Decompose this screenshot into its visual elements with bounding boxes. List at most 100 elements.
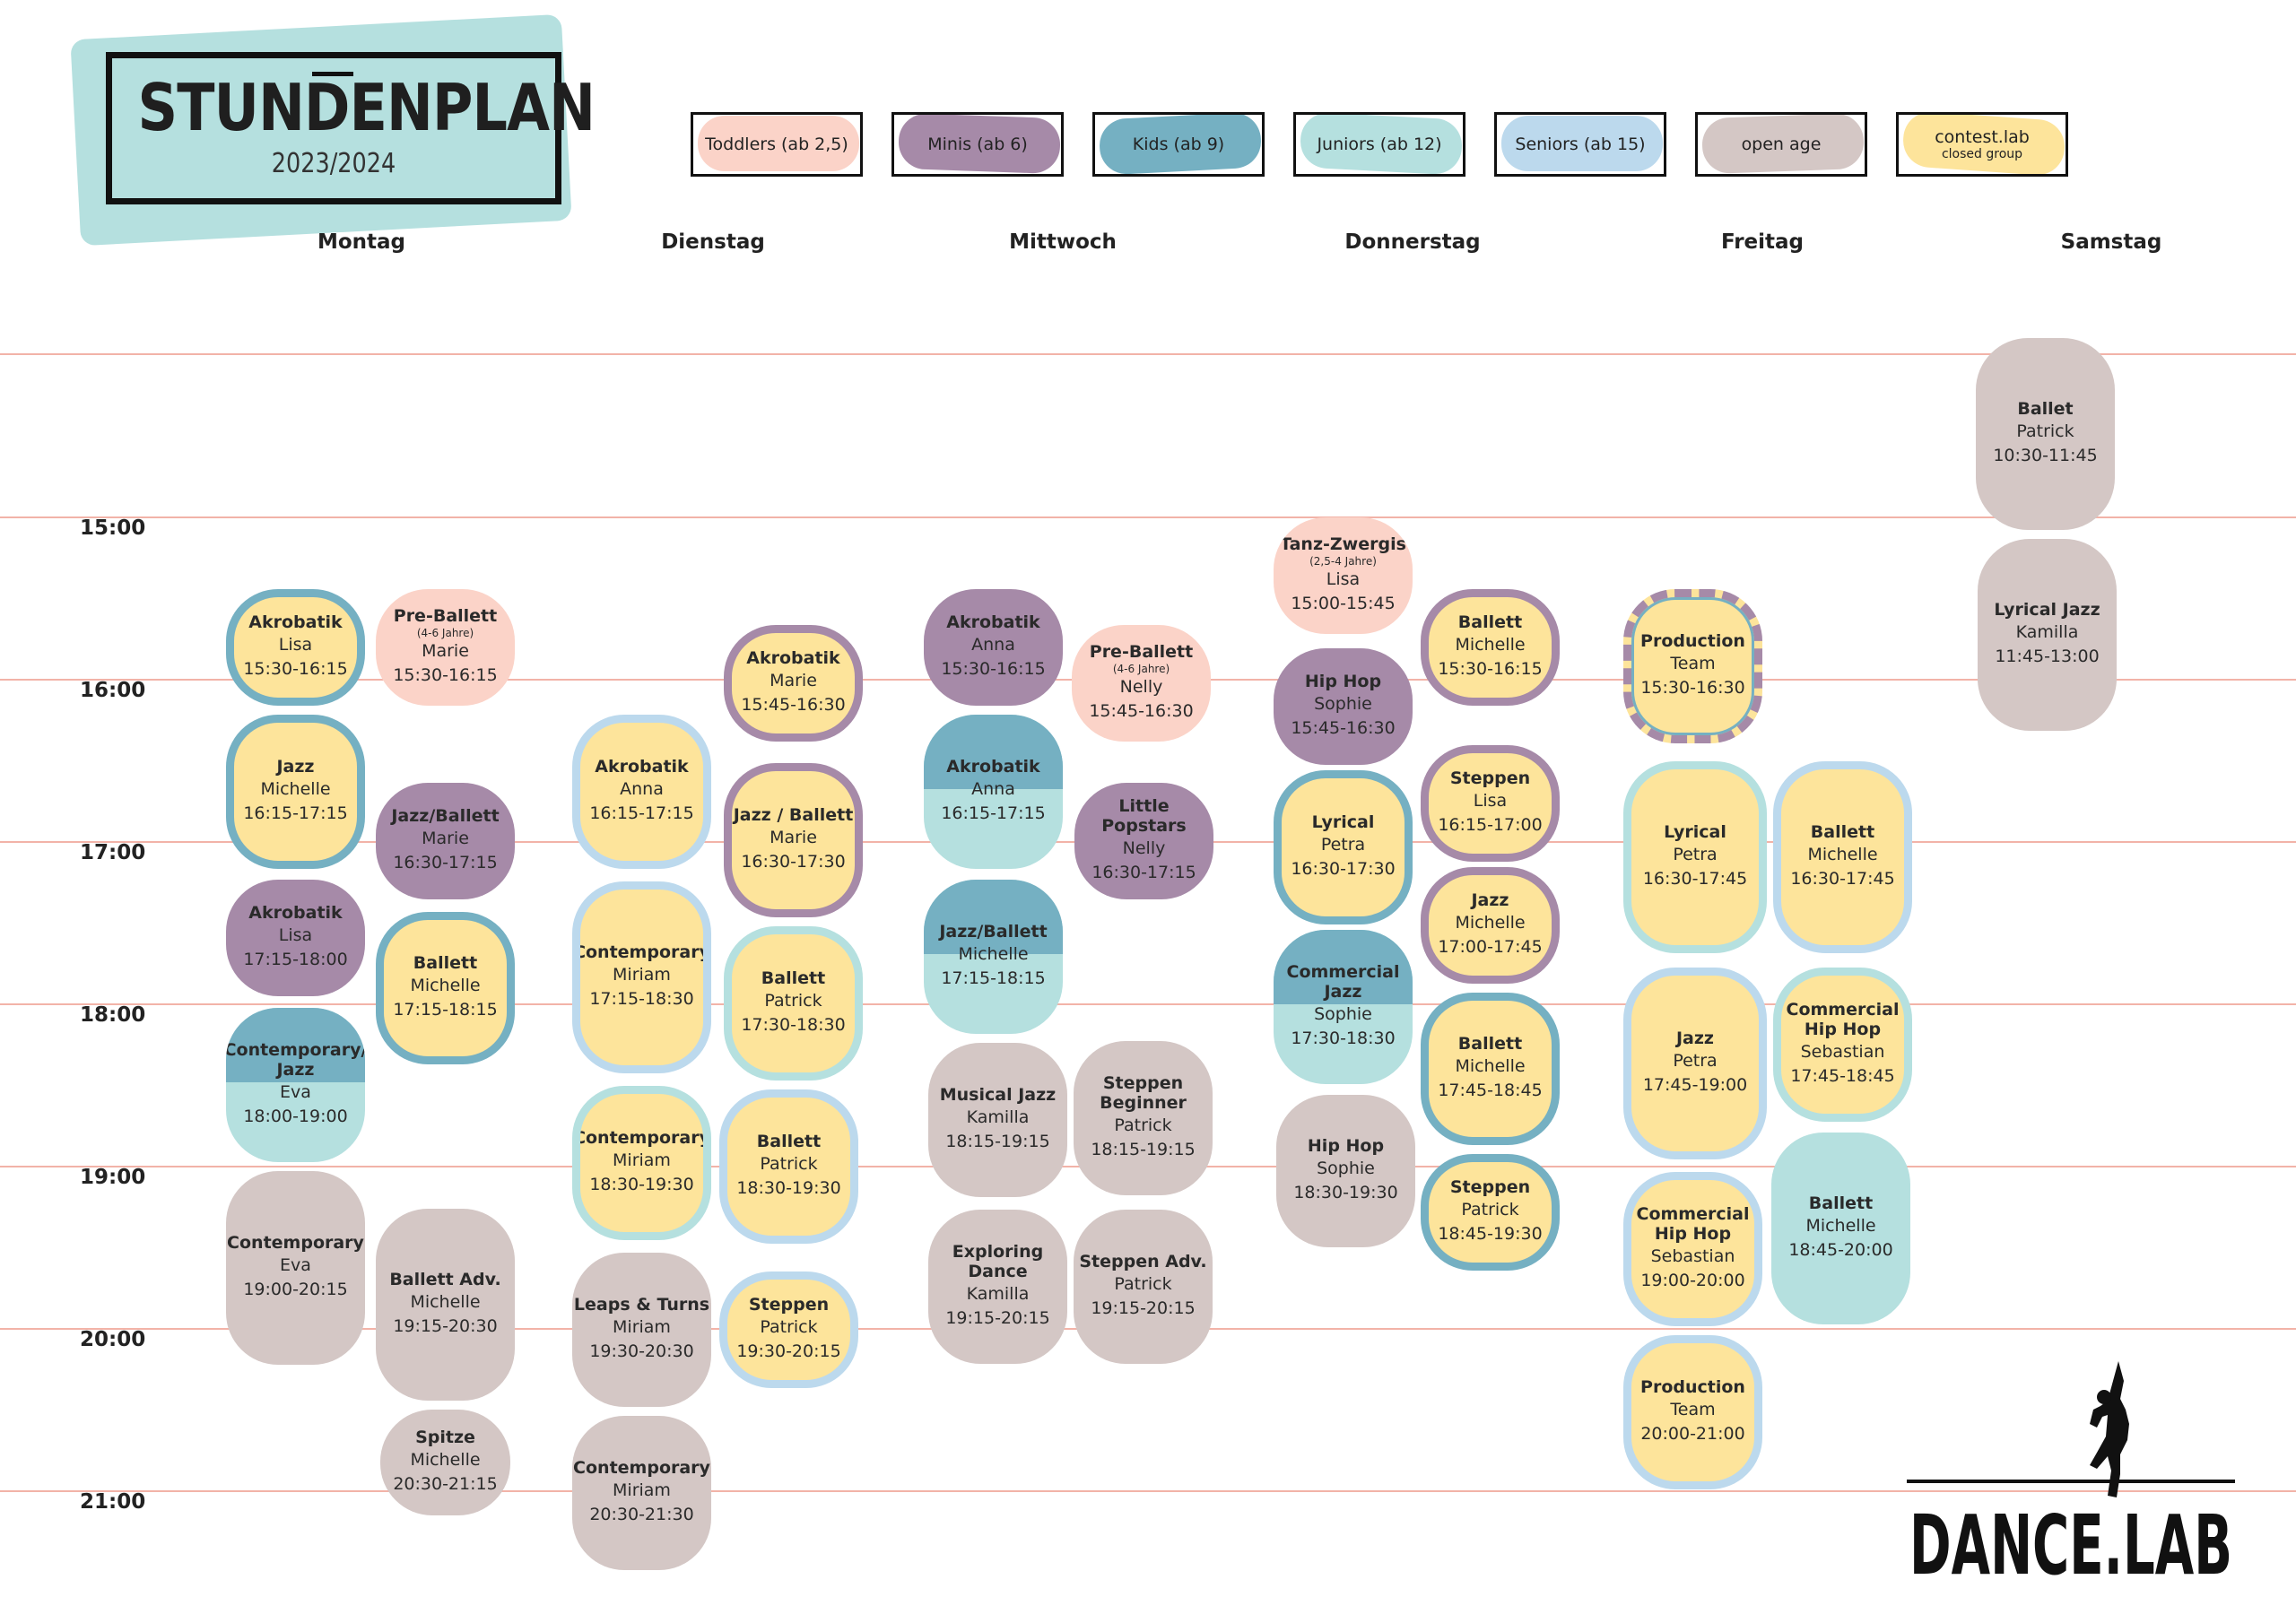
class-time: 16:30-17:45 <box>1790 868 1895 889</box>
class-name: Ballett <box>1810 822 1875 843</box>
class-teacher: Michelle <box>958 943 1029 964</box>
class-time: 17:45-18:45 <box>1438 1080 1543 1100</box>
class-name: Commercial Jazz <box>1286 962 1400 1002</box>
class-time: 19:00-20:00 <box>1640 1270 1745 1290</box>
class-time: 17:00-17:45 <box>1438 936 1543 957</box>
class-teacher: Michelle <box>1455 634 1526 655</box>
class-name: Tanz-Zwergis <box>1280 534 1406 554</box>
class-teacher: Patrick <box>764 990 822 1011</box>
class-teacher: Michelle <box>410 1449 481 1470</box>
class-teacher: Miriam <box>613 1150 671 1170</box>
class-name: Akrobatik <box>946 757 1040 777</box>
class-time: 19:30-20:15 <box>736 1341 841 1361</box>
logo-text: DANCE.LAB <box>1909 1497 2232 1587</box>
legend-label: Juniors (ab 12) <box>1317 135 1442 154</box>
class-name: Pre-Ballett <box>1089 641 1194 662</box>
class-time: 18:15-19:15 <box>1091 1139 1196 1159</box>
class-teacher: Nelly <box>1122 838 1166 858</box>
class-name: Ballett <box>1808 1193 1874 1214</box>
class-teacher: Petra <box>1673 1050 1718 1071</box>
class-name: Hip Hop <box>1304 672 1382 692</box>
class-time: 17:30-18:30 <box>741 1014 846 1035</box>
class-time: 16:15-17:15 <box>941 803 1046 823</box>
class-time: 16:30-17:15 <box>393 852 498 872</box>
class-time: 18:45-19:30 <box>1438 1223 1543 1244</box>
class-name: Lyrical <box>1311 812 1375 833</box>
legend-label: open age <box>1741 135 1822 154</box>
class-time: 17:45-19:00 <box>1642 1074 1748 1095</box>
class-time: 15:30-16:15 <box>1438 658 1543 679</box>
class-teacher: Eva <box>280 1254 311 1275</box>
class-name: Ballet <box>2017 399 2074 420</box>
class-time: 20:30-21:30 <box>589 1504 694 1524</box>
class-time: 16:15-17:15 <box>589 803 694 823</box>
class-note: (4-6 Jahre) <box>416 626 474 639</box>
day-monday: Montag <box>317 230 406 254</box>
class-teacher: Miriam <box>613 1316 671 1337</box>
class-time: 15:30-16:15 <box>393 665 498 686</box>
page-title: STUNDENPLAN <box>137 70 596 145</box>
dance-lab-logo: DANCE.LAB <box>1905 1354 2237 1593</box>
time-label: 21:00 <box>80 1490 146 1514</box>
class-teacher: Lisa <box>1473 790 1508 811</box>
class-time: 16:30-17:45 <box>1642 868 1748 889</box>
class-name: Steppen <box>748 1295 830 1315</box>
class-teacher: Patrick <box>1461 1199 1519 1219</box>
class-time: 18:30-19:30 <box>736 1177 841 1198</box>
class-name: Production <box>1640 631 1745 652</box>
class-time: 16:30-17:15 <box>1091 862 1196 882</box>
class-name: Akrobatik <box>746 648 840 669</box>
time-label: 18:00 <box>80 1003 146 1027</box>
class-name: Lyrical Jazz <box>1994 600 2100 621</box>
